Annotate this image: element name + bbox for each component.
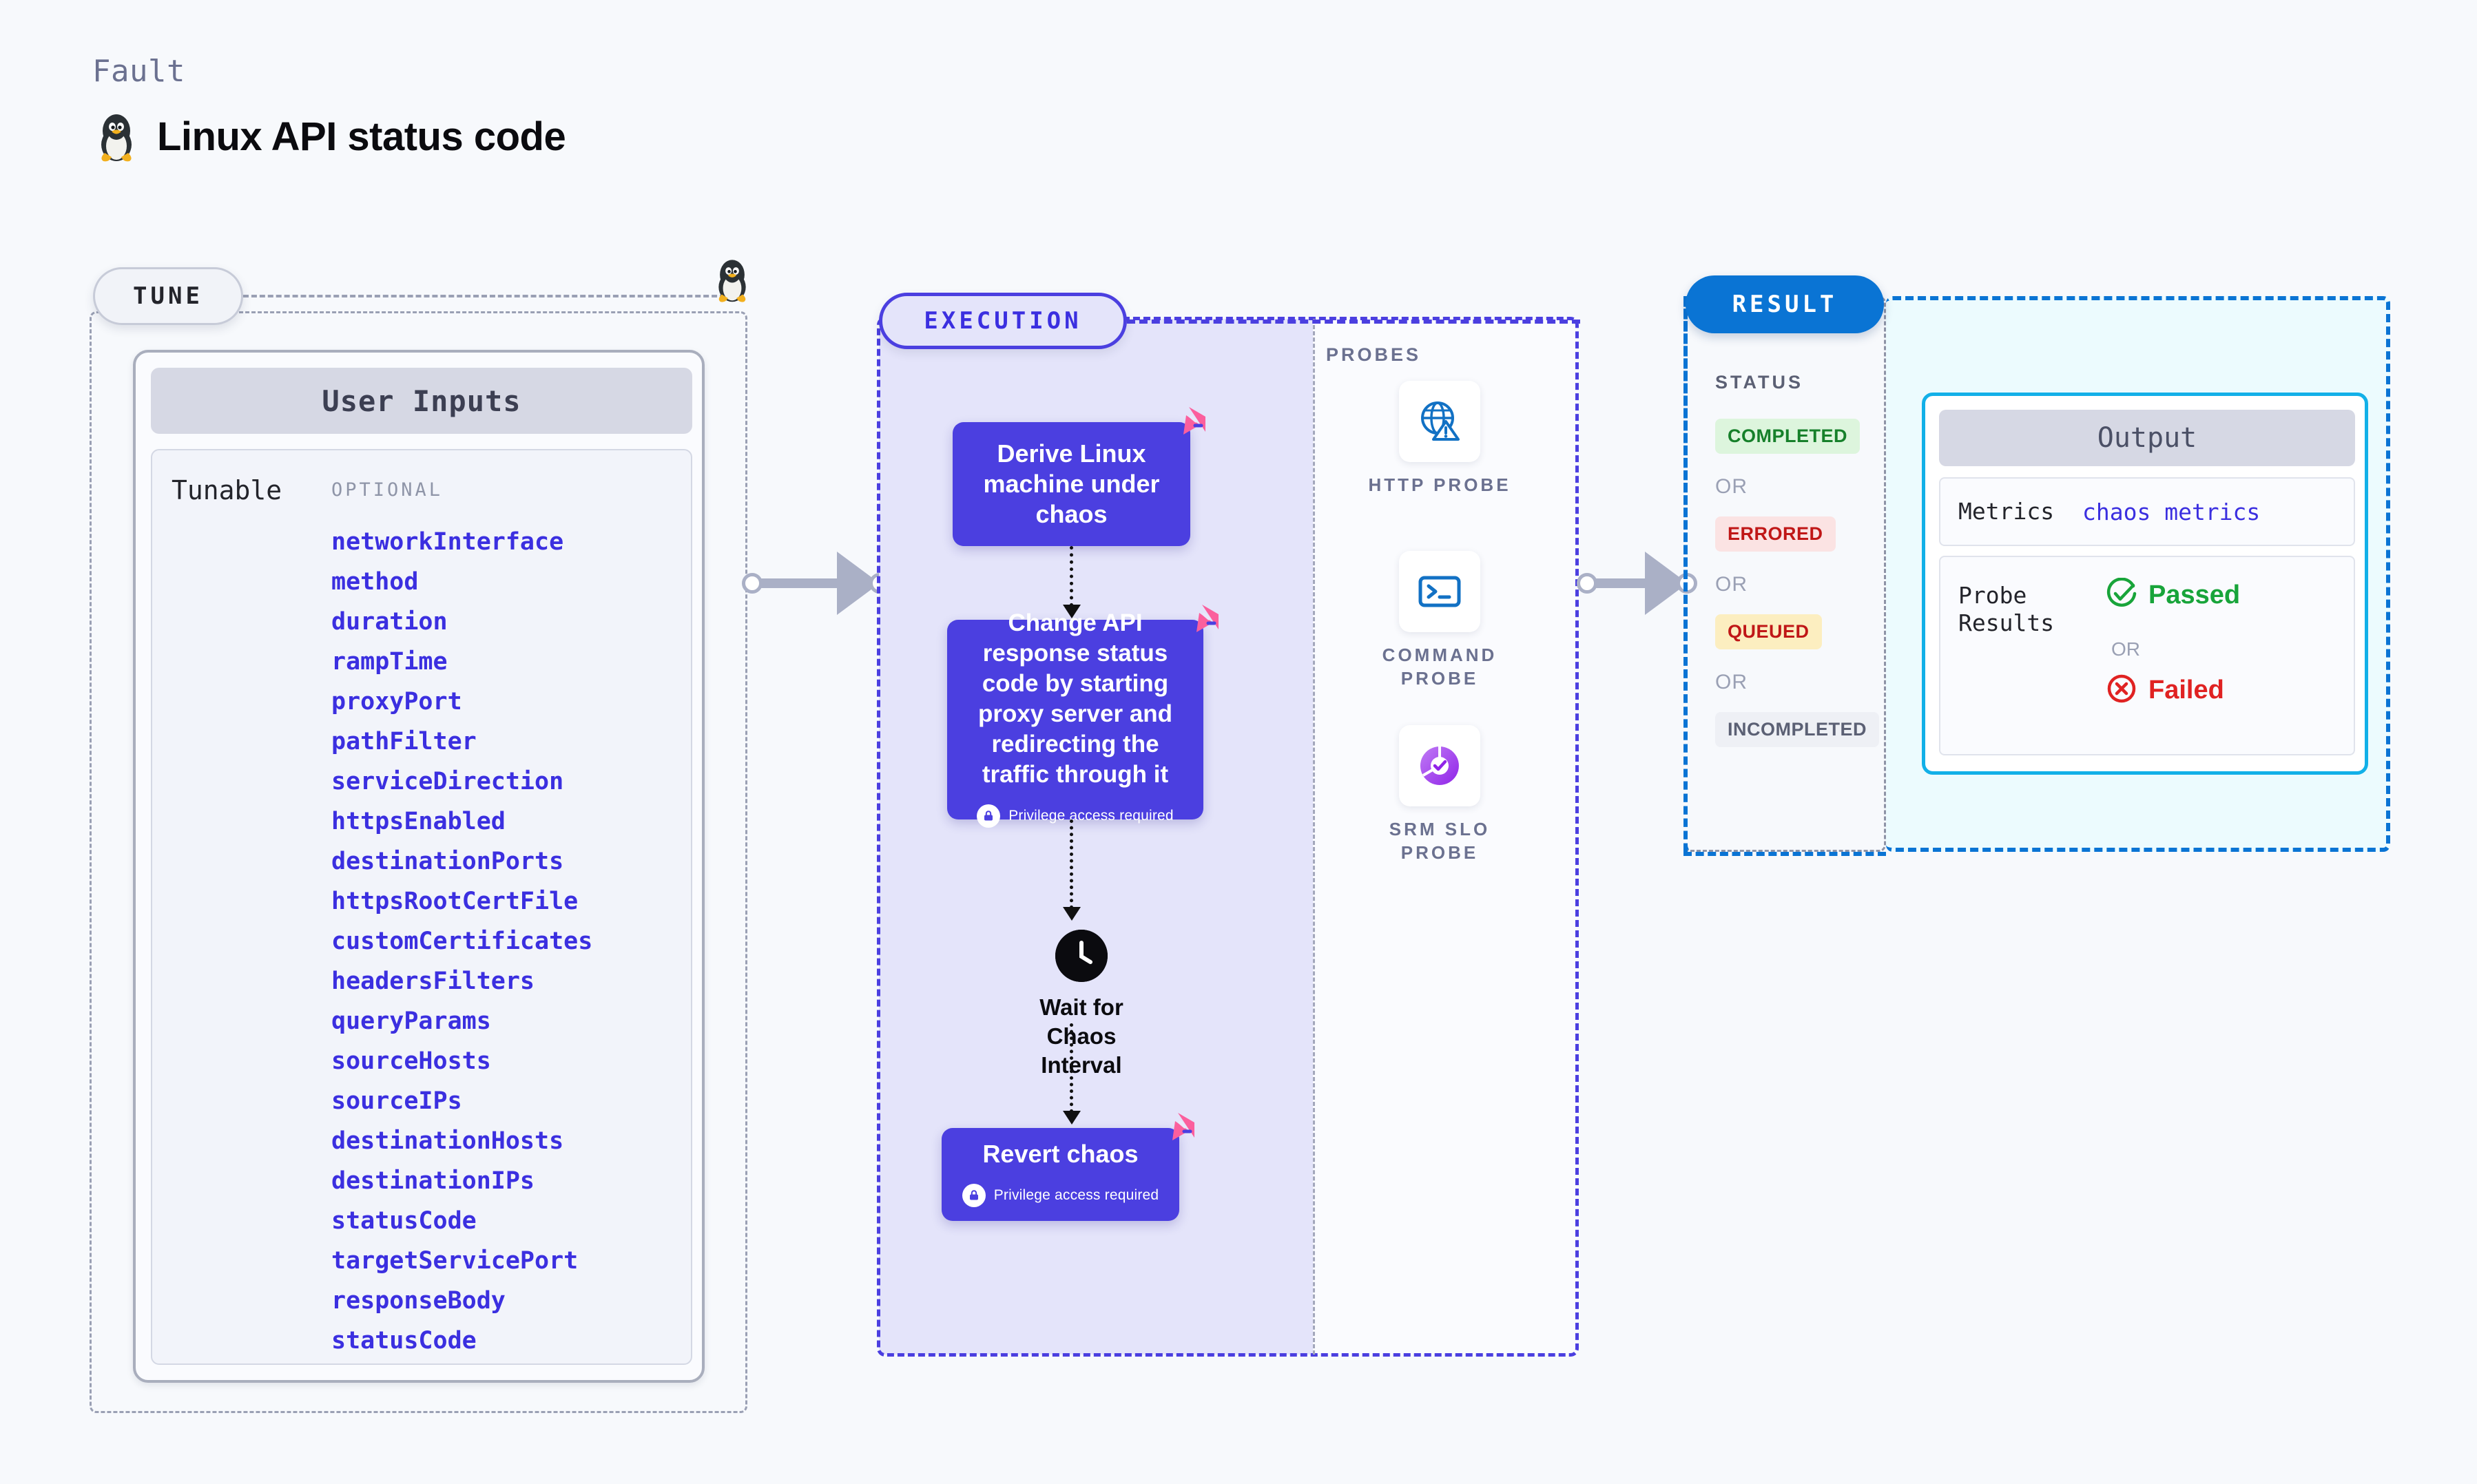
- output-metrics-key: Metrics: [1958, 498, 2055, 525]
- probes-divider: [1313, 319, 1315, 1355]
- status-or-3: OR: [1715, 671, 1748, 693]
- x-circle-icon: [2106, 673, 2137, 708]
- probe-srm-slo[interactable]: SRM SLO PROBE: [1350, 725, 1529, 864]
- execution-step-wait-text: Wait for Chaos Interval: [1039, 994, 1123, 1078]
- tunable-item[interactable]: statusCode: [331, 1207, 477, 1235]
- lock-icon: [962, 1183, 986, 1207]
- tunable-item[interactable]: sourceIPs: [331, 1087, 462, 1115]
- linux-penguin-icon: [713, 256, 752, 303]
- execution-step-wait: Wait for Chaos Interval: [1013, 930, 1150, 1080]
- fault-eyebrow: Fault: [92, 54, 185, 89]
- probe-http-label: HTTP PROBE: [1368, 474, 1511, 495]
- tune-panel: [90, 311, 747, 1413]
- flow-arrow-2: [1070, 819, 1073, 909]
- tune-connector-dash: [243, 295, 725, 297]
- execution-step-revert[interactable]: Revert chaos Privilege access required: [942, 1113, 1194, 1221]
- tunable-item[interactable]: proxyPort: [331, 688, 462, 715]
- tunable-item[interactable]: httpsEnabled: [331, 808, 506, 835]
- tunable-item[interactable]: rampTime: [331, 648, 448, 676]
- tunable-item[interactable]: headersFilters: [331, 968, 535, 995]
- tunable-optional-label: OPTIONAL: [331, 479, 444, 501]
- clock-icon: [1055, 930, 1108, 982]
- flow-arrowhead-1: [1063, 605, 1081, 618]
- flow-arrow-1: [1070, 546, 1073, 607]
- litmus-logo-icon: [1181, 602, 1221, 649]
- tunable-item[interactable]: duration: [331, 608, 448, 636]
- litmus-logo-icon: [1157, 1110, 1197, 1157]
- tunable-item[interactable]: httpsRootCertFile: [331, 888, 579, 915]
- page-title-row: Linux API status code: [95, 110, 566, 163]
- tunable-item[interactable]: targetServicePort: [331, 1247, 579, 1275]
- probe-result-passed: Passed: [2106, 577, 2241, 613]
- tunable-item[interactable]: responseBody: [331, 1287, 506, 1315]
- tune-stage-pill[interactable]: TUNE: [93, 267, 243, 325]
- result-status-title: STATUS: [1715, 372, 1803, 393]
- tunable-item[interactable]: customCertificates: [331, 928, 593, 955]
- execution-panel: [877, 317, 1579, 1357]
- page-title: Linux API status code: [157, 114, 566, 159]
- execution-step-revert-text: Revert chaos: [982, 1139, 1139, 1168]
- tunable-item[interactable]: method: [331, 568, 419, 596]
- tunable-group-label: Tunable: [172, 475, 282, 505]
- slo-donut-check-icon: [1399, 725, 1480, 806]
- status-badge-incompleted: INCOMPLETED: [1715, 712, 1880, 747]
- user-inputs-card: User Inputs Tunable OPTIONAL networkInte…: [133, 350, 705, 1383]
- tunable-item[interactable]: pathFilter: [331, 728, 477, 755]
- result-panel-left-edge: [1683, 296, 1688, 852]
- output-title: Output: [1939, 410, 2355, 466]
- status-badge-queued: QUEUED: [1715, 614, 1822, 649]
- probes-background: [1313, 319, 1577, 1355]
- probe-command[interactable]: COMMAND PROBE: [1350, 551, 1529, 690]
- user-inputs-title: User Inputs: [151, 368, 692, 434]
- tunable-item[interactable]: serviceDirection: [331, 768, 564, 795]
- tunables-list: networkInterface method duration rampTime pr…: [331, 522, 690, 1361]
- execution-step-change-text: Change API response status code by start…: [977, 609, 1173, 788]
- execution-step-derive-text: Derive Linux machine under chaos: [983, 439, 1160, 528]
- privilege-note-text: Privilege access required: [993, 1187, 1159, 1203]
- output-card: Output Metrics chaos metrics Probe Resul…: [1922, 393, 2368, 775]
- litmus-logo-icon: [1168, 404, 1208, 451]
- result-stage-pill[interactable]: RESULT: [1686, 275, 1884, 333]
- check-circle-icon: [2106, 577, 2137, 613]
- flow-arrowhead-3: [1063, 1111, 1081, 1125]
- privilege-note: Privilege access required: [962, 1180, 1159, 1211]
- probe-result-failed-label: Failed: [2148, 676, 2224, 704]
- output-metrics-value[interactable]: chaos metrics: [2082, 498, 2261, 525]
- privilege-note: Privilege access required: [977, 801, 1174, 831]
- probe-http[interactable]: HTTP PROBE: [1350, 381, 1529, 497]
- globe-warning-icon: [1399, 381, 1480, 462]
- lock-icon: [977, 804, 1001, 828]
- probes-title: PROBES: [1326, 344, 1422, 365]
- result-panel-bottom-edge: [1683, 852, 1886, 856]
- status-badge-completed: COMPLETED: [1715, 419, 1861, 454]
- status-or-1: OR: [1715, 475, 1748, 498]
- tunable-item[interactable]: destinationIPs: [331, 1167, 535, 1195]
- tunable-item[interactable]: destinationPorts: [331, 848, 564, 875]
- flow-arrow-3: [1070, 1023, 1073, 1113]
- tunable-item[interactable]: statusCode: [331, 1327, 477, 1355]
- probe-command-label: COMMAND PROBE: [1382, 645, 1497, 689]
- execution-step-change[interactable]: Change API response status code by start…: [947, 605, 1219, 828]
- tunable-item[interactable]: destinationHosts: [331, 1127, 564, 1155]
- tunable-item[interactable]: queryParams: [331, 1007, 491, 1035]
- tunable-group: Tunable OPTIONAL networkInterface method d…: [151, 449, 692, 1365]
- probe-result-or: OR: [2111, 638, 2140, 660]
- output-metrics-row: Metrics chaos metrics: [1939, 477, 2355, 546]
- probe-result-passed-label: Passed: [2148, 581, 2241, 609]
- tunable-item[interactable]: sourceHosts: [331, 1047, 491, 1075]
- privilege-note-text: Privilege access required: [1008, 808, 1174, 824]
- execution-step-derive[interactable]: Derive Linux machine under chaos: [953, 407, 1205, 546]
- status-badge-errored: ERRORED: [1715, 516, 1836, 552]
- probe-result-failed: Failed: [2106, 673, 2224, 708]
- linux-penguin-icon: [95, 110, 138, 163]
- tunable-item[interactable]: networkInterface: [331, 528, 564, 556]
- probe-srm-slo-label: SRM SLO PROBE: [1389, 819, 1491, 863]
- output-probe-results-row: Probe Results Passed OR F: [1939, 556, 2355, 755]
- terminal-icon: [1399, 551, 1480, 632]
- output-probe-results-key: Probe Results: [1958, 582, 2055, 636]
- flow-arrowhead-2: [1063, 907, 1081, 921]
- execution-connector-dash: [1127, 320, 1580, 324]
- status-or-2: OR: [1715, 573, 1748, 596]
- execution-stage-pill[interactable]: EXECUTION: [879, 293, 1127, 349]
